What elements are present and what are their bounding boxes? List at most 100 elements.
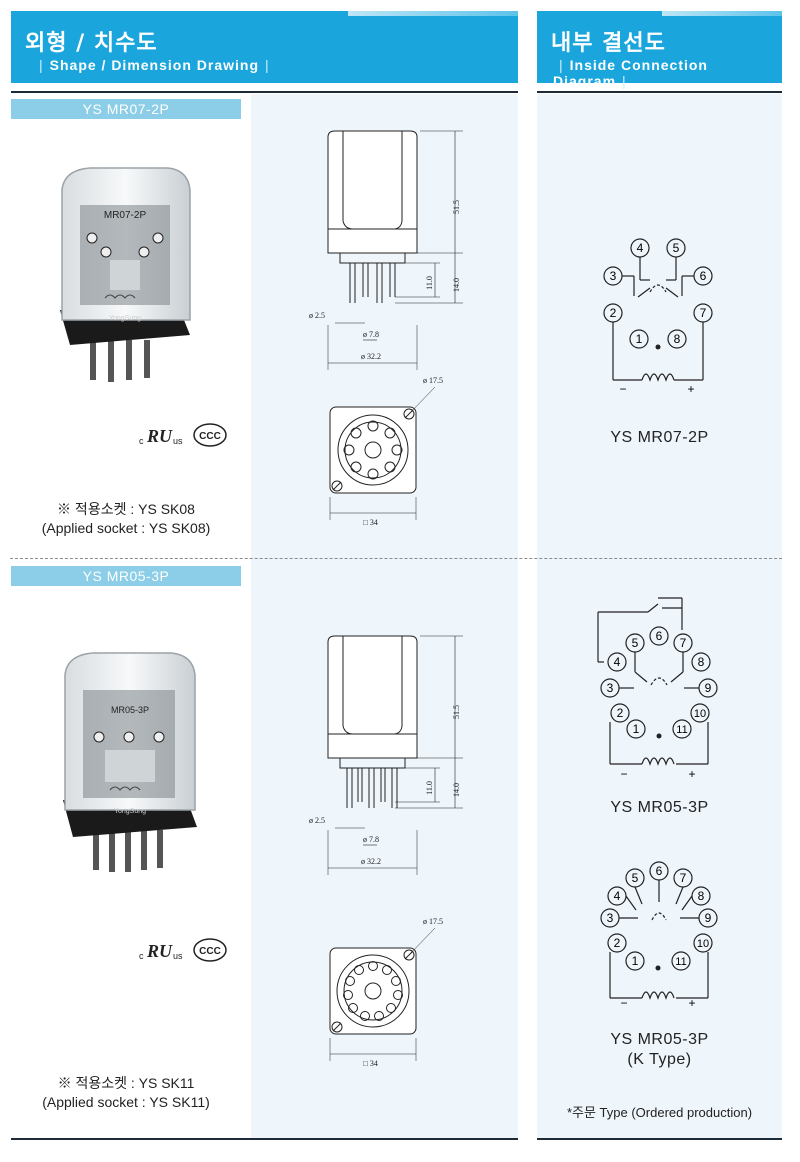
dim-pin-d: ø 2.5	[309, 816, 325, 825]
terminal-8: 8	[674, 332, 681, 346]
terminal-3: 3	[607, 681, 614, 695]
socket-note-mr07: ※ 적용소켓 : YS SK08 (Applied socket : YS SK…	[11, 500, 241, 538]
ul-us: us	[173, 436, 183, 446]
terminal-4: 4	[637, 241, 644, 255]
cert-marks-mr07: c RU us CCC	[139, 423, 227, 447]
relay-photo-mr07: MR07-2P YongSung	[60, 167, 191, 382]
terminal-3: 3	[607, 911, 614, 925]
terminal-9: 9	[705, 911, 712, 925]
terminal-1: 1	[632, 954, 639, 968]
dim-pin-b: 14.0	[452, 783, 461, 797]
dim-width: ø 32.2	[361, 352, 381, 361]
ccc-mark: CCC	[199, 946, 221, 957]
relay-photo-mr05: MR05-3P YongSung	[63, 652, 197, 872]
diagram-caption-mr07: YS MR07-2P	[610, 429, 709, 446]
coil-minus: −	[619, 382, 626, 396]
terminal-4: 4	[614, 655, 621, 669]
left-header-title-en: |Shape / Dimension Drawing|	[39, 57, 270, 73]
terminal-6: 6	[656, 629, 663, 643]
photo-brand-mr05: YongSung	[114, 808, 146, 815]
terminal-11: 11	[676, 724, 687, 736]
dim-circle: ø 17.5	[423, 917, 443, 926]
dim-pin-b: 14.0	[452, 278, 461, 292]
right-header-title-en: |Inside Connection Diagram|	[553, 57, 708, 89]
ordered-production-note: *주문 Type (Ordered production)	[566, 1105, 753, 1120]
terminal-7: 7	[680, 871, 687, 885]
dim-square: □ 34	[363, 1059, 378, 1068]
ccc-mark: CCC	[199, 431, 221, 442]
terminal-5: 5	[632, 636, 639, 650]
photo-label-mr05: MR05-3P	[111, 705, 149, 715]
diagram-panel	[537, 94, 782, 1138]
connection-diagram-mr05: 5 6 7 4 8 3 9 2 10 1 11 − +	[597, 597, 718, 780]
socket-note-en: (Applied socket : YS SK08)	[41, 520, 211, 536]
right-header: 내부 결선도 |Inside Connection Diagram|	[537, 11, 782, 89]
socket-note-en: (Applied socket : YS SK11)	[42, 1094, 210, 1110]
terminal-5: 5	[673, 241, 680, 255]
coil-minus: −	[620, 996, 627, 1008]
ul-c: c	[139, 951, 144, 961]
terminal-2: 2	[610, 306, 617, 320]
terminal-5: 5	[632, 871, 639, 885]
ul-mark: RU	[146, 426, 173, 446]
dim-pin-a: 11.0	[425, 781, 434, 795]
dimension-drawing-mr05: 51.5 11.0 14.0 ø 2.5 ø 7.8 ø 32.2 ø 17.5…	[309, 635, 463, 1068]
photo-label-mr07: MR07-2P	[104, 210, 147, 221]
coil-plus: +	[687, 382, 694, 396]
header-stripe	[348, 11, 518, 16]
diagram-caption-mr05: YS MR05-3P	[610, 799, 709, 816]
left-header-en-text: Shape / Dimension Drawing	[49, 57, 260, 73]
photo-brand-mr07: YongSung	[109, 315, 141, 322]
dim-pin-a: 11.0	[425, 276, 434, 290]
k-type-caption: YS MR05-3P	[610, 1031, 709, 1048]
terminal-8: 8	[698, 655, 705, 669]
model-bar-mr07: YS MR07-2P	[11, 99, 241, 119]
terminal-1: 1	[633, 722, 640, 736]
dim-width: ø 32.2	[361, 857, 381, 866]
coil-minus: −	[620, 767, 627, 780]
terminal-11: 11	[675, 956, 686, 968]
socket-note-mr05: ※ 적용소켓 : YS SK11 (Applied socket : YS SK…	[11, 1074, 241, 1112]
terminal-8: 8	[698, 889, 705, 903]
connection-diagram-k-type: 5 6 7 4 8 3 9 2 10 1 11 − +	[600, 861, 718, 1008]
cert-marks-mr05: c RU us CCC	[139, 938, 227, 962]
dim-pin-d: ø 2.5	[309, 311, 325, 320]
right-header-en-text: Inside Connection Diagram	[553, 57, 708, 89]
top-rule-right	[537, 91, 782, 93]
terminal-2: 2	[617, 706, 624, 720]
terminal-9: 9	[705, 681, 712, 695]
ul-mark: RU	[146, 941, 173, 961]
dimension-drawing-mr07: 51.5 11.0 14.0 ø 2.5 ø 7.8 ø 32.2 ø 17.5…	[309, 130, 463, 527]
diagram-caption-k-type: YS MR05-3P (K Type)	[537, 1030, 782, 1070]
socket-note-ko: ※ 적용소켓 : YS SK08	[57, 501, 195, 517]
socket-note-ko: ※ 적용소켓 : YS SK11	[57, 1075, 195, 1091]
terminal-7: 7	[700, 306, 707, 320]
dim-circle: ø 17.5	[423, 376, 443, 385]
header-stripe	[662, 11, 782, 16]
terminal-2: 2	[614, 936, 621, 950]
section-divider	[10, 558, 782, 559]
coil-plus: +	[688, 767, 695, 780]
top-rule-left	[11, 91, 518, 93]
terminal-1: 1	[636, 332, 643, 346]
left-header-title-ko: 외형 / 치수도	[25, 31, 158, 56]
coil-plus: +	[688, 996, 695, 1008]
terminal-4: 4	[614, 889, 621, 903]
terminal-10: 10	[697, 938, 709, 950]
dim-height: 51.5	[452, 705, 461, 719]
dim-pin-pitch: ø 7.8	[363, 330, 379, 339]
terminal-6: 6	[700, 269, 707, 283]
terminal-10: 10	[694, 708, 706, 720]
ul-us: us	[173, 951, 183, 961]
k-type-subcaption: (K Type)	[627, 1051, 692, 1068]
model-bar-mr05: YS MR05-3P	[11, 566, 241, 586]
terminal-3: 3	[610, 269, 617, 283]
left-header: 외형 / 치수도 |Shape / Dimension Drawing|	[11, 11, 518, 83]
connection-diagram-mr07: 4 5 3 6 2 7 1 8 − +	[603, 238, 713, 396]
bottom-rule-right	[537, 1138, 782, 1140]
ul-c: c	[139, 436, 144, 446]
terminal-7: 7	[680, 636, 687, 650]
bottom-rule-left	[11, 1138, 518, 1140]
dim-square: □ 34	[363, 518, 378, 527]
terminal-6: 6	[656, 864, 663, 878]
